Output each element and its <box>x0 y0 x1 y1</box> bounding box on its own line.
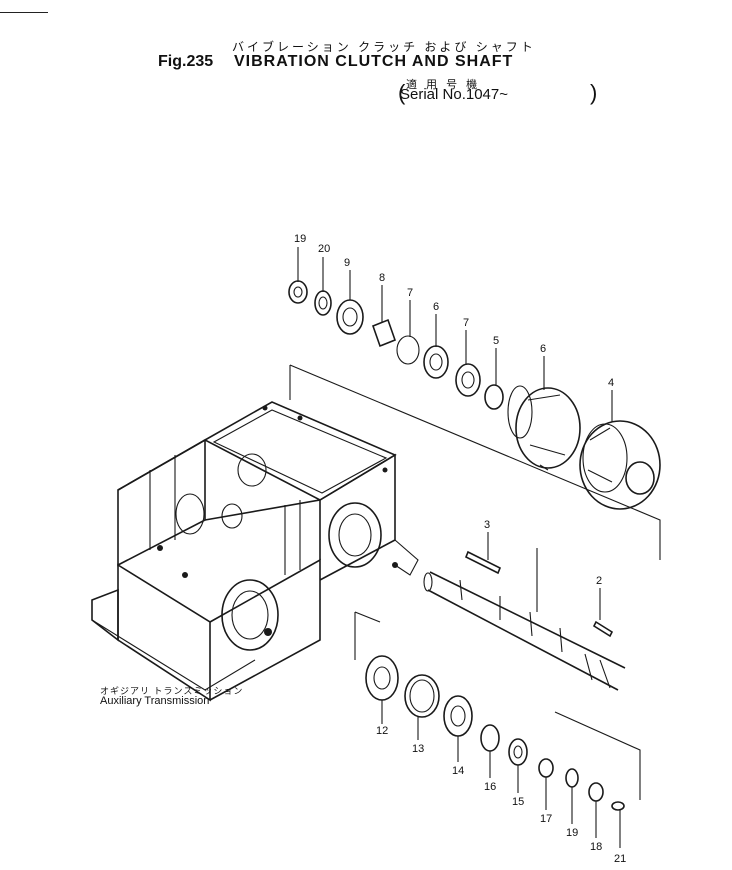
callout-18: 17 <box>540 813 552 825</box>
callout-4: 4 <box>608 377 614 389</box>
callout-2: 2 <box>596 575 602 587</box>
callout-9: 8 <box>379 272 385 284</box>
callout-14: 13 <box>412 743 424 755</box>
callout-21: 21 <box>614 853 626 865</box>
callout-6: 6 <box>540 343 546 355</box>
figure-title-japanese: バイブレーション クラッチ および シャフト <box>232 40 536 54</box>
part-3-key <box>464 550 502 575</box>
upper-group-bracket <box>289 364 661 560</box>
callout-13: 12 <box>376 725 388 737</box>
assembly-label: Auxiliary Transmission <box>100 695 210 707</box>
part-12-lock-washer <box>314 290 332 316</box>
callout-11: 19 <box>294 233 306 245</box>
callout-16: 15 <box>512 796 524 808</box>
gearbox-housing <box>91 401 419 702</box>
part-5-washer <box>484 384 504 410</box>
part-4-clutch-pack <box>579 420 661 510</box>
callout-8: 7 <box>407 287 413 299</box>
callout-19: 18 <box>590 841 602 853</box>
callout-5: 5 <box>493 335 499 347</box>
serial-open-paren: ( <box>398 80 406 105</box>
serial-range: Serial No.1047~ <box>400 86 508 103</box>
callout-3: 3 <box>484 519 490 531</box>
part-17-lock-washer <box>480 724 500 752</box>
part-1-shaft <box>423 571 626 691</box>
part-7-bearing-a <box>423 345 449 379</box>
part-9-spacer <box>371 318 397 348</box>
callout-7a: 6 <box>433 301 439 313</box>
part-19-nut <box>588 782 604 802</box>
part-18-washer <box>538 758 554 778</box>
figure-number: Fig.235 <box>158 53 214 70</box>
part-21-pin <box>611 801 625 811</box>
part-6-clutch-hub <box>507 385 581 471</box>
part-11-nut <box>288 280 308 304</box>
callout-12: 20 <box>318 243 330 255</box>
part-13-bearing <box>365 655 399 701</box>
leader-lines <box>297 247 621 848</box>
assembly-label-japanese: オギジアリ トランスミッション <box>100 686 244 696</box>
callout-20: 19 <box>566 827 578 839</box>
part-16-nut <box>508 738 528 766</box>
figure-header: バイブレーション クラッチ および シャフト Fig.235 VIBRATION… <box>0 0 732 110</box>
callout-17: 16 <box>484 781 496 793</box>
corner-rule <box>0 12 48 13</box>
callout-numbers: 19 20 9 8 7 6 7 5 6 4 3 2 12 13 14 16 15… <box>294 233 626 865</box>
serial-japanese: 適 用 号 機 <box>406 79 481 91</box>
serial-close-paren: ) <box>590 80 598 105</box>
part-20-lock-washer <box>565 768 579 788</box>
part-2-key <box>592 620 614 638</box>
figure-title: VIBRATION CLUTCH AND SHAFT <box>234 53 514 70</box>
part-10-bearing <box>336 299 364 335</box>
part-15-bearing <box>443 695 473 737</box>
callout-10: 9 <box>344 257 350 269</box>
lower-group-bracket <box>354 611 641 800</box>
callout-7b: 7 <box>463 317 469 329</box>
part-14-sleeve <box>404 674 440 718</box>
callout-15: 14 <box>452 765 464 777</box>
part-8-snap-ring <box>396 335 420 365</box>
part-7-bearing-b <box>455 363 481 397</box>
